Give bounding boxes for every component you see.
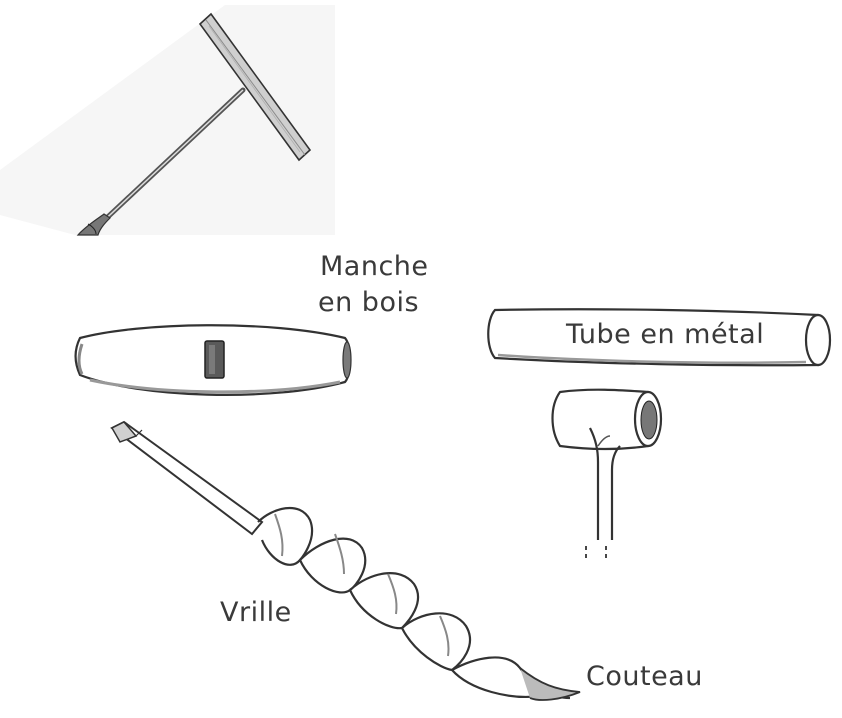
auger-spiral-shading <box>388 574 397 614</box>
assembled-auger-illustration <box>0 5 335 235</box>
auger-shank <box>112 422 262 534</box>
label-wooden-handle-line2: en bois <box>318 286 419 320</box>
fitting-cylinder <box>553 390 649 449</box>
metal-tube-opening <box>806 315 830 365</box>
auger-bit-illustration <box>112 422 580 700</box>
fitting-stem-right <box>612 446 620 540</box>
knife-fitting-illustration <box>553 390 662 562</box>
auger-spiral-shading <box>440 616 449 656</box>
auger-spiral-edge <box>262 540 540 697</box>
label-knife: Couteau <box>586 660 703 694</box>
label-metal-tube: Tube en métal <box>566 318 764 352</box>
auger-spiral-shading <box>275 514 283 556</box>
fitting-inner <box>641 401 657 439</box>
label-wooden-handle-line1: Manche <box>320 250 429 284</box>
auger-cutting-blade <box>520 668 580 700</box>
wooden-handle-slot-shade <box>209 345 215 374</box>
auger-spiral-shading <box>335 534 344 574</box>
wooden-handle-illustration <box>76 325 352 395</box>
wooden-handle-end-hole <box>343 342 351 378</box>
label-auger: Vrille <box>220 596 292 630</box>
